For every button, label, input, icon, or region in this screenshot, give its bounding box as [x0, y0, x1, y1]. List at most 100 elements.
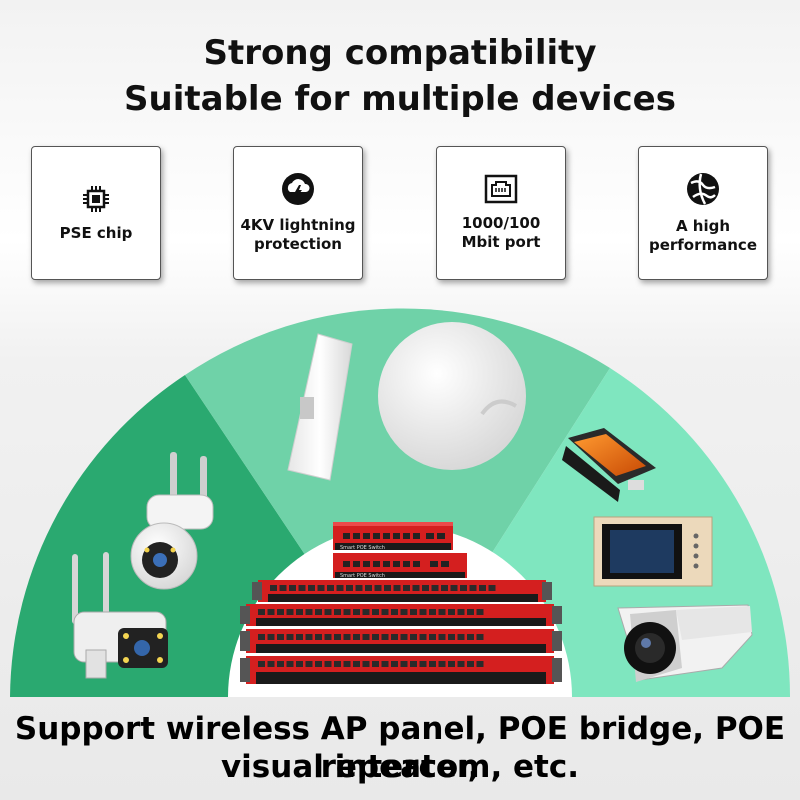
globe-icon [687, 173, 719, 205]
rj45-port [315, 661, 322, 667]
rj45-port [374, 585, 382, 591]
rj45-port [467, 609, 474, 615]
rj45-port [324, 661, 332, 667]
rj45-port [410, 661, 417, 667]
rj45-port [305, 661, 313, 667]
feature-label-line-1: A high [675, 217, 731, 235]
feature-card-lightning: 4KV lightning protection [233, 146, 363, 280]
rj45-port [448, 634, 455, 640]
rj45-port [419, 661, 427, 667]
rj45-port [372, 661, 379, 667]
rj45-port [305, 634, 313, 640]
feature-label: 1000/100 Mbit port [462, 214, 541, 252]
rj45-port [343, 609, 351, 615]
rj45-port [324, 634, 332, 640]
rj45-port [365, 585, 372, 591]
rj45-port [270, 585, 277, 591]
rj45-port [391, 609, 398, 615]
rj45-port [258, 609, 265, 615]
poe-switch: Smart POE Switch [333, 553, 467, 579]
rj45-port [412, 585, 420, 591]
rj45-port [476, 661, 484, 667]
poe-switch: Smart POE Switch [333, 522, 453, 551]
rj45-port [286, 661, 294, 667]
rj45-port [296, 634, 303, 640]
wireless-bridge [287, 333, 353, 481]
rj45-port [267, 661, 275, 667]
rj45-port [391, 661, 398, 667]
rj45-port [448, 609, 455, 615]
rj45-port [277, 661, 284, 667]
rj45-port [469, 585, 477, 591]
rj45-port [289, 585, 296, 591]
rj45-port [429, 661, 436, 667]
poe-injector [562, 428, 656, 502]
rj45-port [467, 634, 474, 640]
feature-label-line-2: protection [254, 235, 342, 253]
feature-card-pse-chip: PSE chip [31, 146, 161, 280]
rj45-port [400, 634, 408, 640]
rj45-port [438, 634, 446, 640]
ethernet-port-icon [484, 174, 518, 204]
rj45-port [327, 585, 334, 591]
ceiling-ap [378, 322, 526, 470]
rj45-port [286, 609, 294, 615]
rj45-port [362, 609, 370, 615]
rj45-port [343, 634, 351, 640]
rj45-port [457, 634, 465, 640]
rj45-port [308, 585, 315, 591]
switch-brand-label: Smart POE Switch [340, 573, 385, 579]
rj45-port [419, 609, 427, 615]
rj45-port [479, 585, 486, 591]
footer-line-1: Support wireless AP panel, POE bridge, P… [14, 711, 786, 785]
rj45-port [410, 609, 417, 615]
chip-icon [83, 185, 109, 212]
rj45-port [381, 609, 389, 615]
rj45-port [438, 661, 446, 667]
rj45-port [476, 634, 484, 640]
title-line-1: Strong compatibility [203, 33, 597, 73]
rj45-port [450, 585, 458, 591]
rack-switch [252, 580, 552, 602]
rj45-port [391, 634, 398, 640]
rj45-port [431, 585, 439, 591]
rj45-port [429, 634, 436, 640]
rj45-port [267, 609, 275, 615]
rj45-port [315, 609, 322, 615]
rj45-port [258, 661, 265, 667]
footer-line-2: visual intercom, etc. [220, 749, 580, 785]
feature-card-port: 1000/100 Mbit port [436, 146, 566, 280]
rj45-port [381, 661, 389, 667]
feature-label-line-2: performance [648, 236, 758, 254]
switch-brand-label: Smart POE Switch [340, 545, 385, 551]
rj45-port [296, 661, 303, 667]
rack-switch [240, 629, 562, 653]
feature-label: 4KV lightning protection [241, 216, 356, 254]
rj45-port [400, 609, 408, 615]
video-intercom [593, 516, 713, 587]
rj45-port [317, 585, 325, 591]
rack-port-grid [258, 585, 496, 667]
lightning-cloud-icon [282, 173, 314, 205]
rj45-port [362, 634, 370, 640]
rj45-port [334, 634, 341, 640]
rj45-port [384, 585, 391, 591]
rj45-port [343, 661, 351, 667]
ptz-camera [130, 452, 214, 590]
feature-label: A high performance [649, 217, 757, 255]
title-line-2: Suitable for multiple devices [124, 79, 676, 119]
rj45-port [403, 585, 410, 591]
rj45-port [488, 585, 496, 591]
rj45-port [355, 585, 363, 591]
device-scene: Smart POE Switch Smart POE Switch [10, 308, 791, 697]
rj45-port [315, 634, 322, 640]
rj45-port [296, 609, 303, 615]
rj45-port [381, 634, 389, 640]
feature-label-line-2: Mbit port [461, 233, 541, 251]
rj45-port [334, 609, 341, 615]
rj45-port [334, 661, 341, 667]
rj45-port [410, 634, 417, 640]
feature-card-performance: A high performance [638, 146, 768, 280]
rj45-port [277, 634, 284, 640]
rj45-port [441, 585, 448, 591]
